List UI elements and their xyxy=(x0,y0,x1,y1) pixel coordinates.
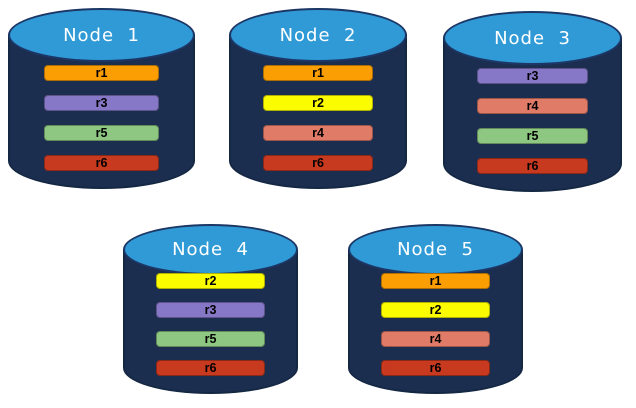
replica-bar-r2: r2 xyxy=(156,273,265,289)
replica-bar-r6: r6 xyxy=(381,360,490,376)
replica-label: r2 xyxy=(429,302,442,317)
replica-label: r6 xyxy=(526,158,539,173)
cylinder-top: Node 4 xyxy=(123,224,298,275)
replica-bar-r3: r3 xyxy=(156,302,265,318)
replica-label: r4 xyxy=(312,125,324,140)
database-node-4: Node 4 r2 r3 r5 r6 xyxy=(123,224,298,394)
cylinder-top: Node 2 xyxy=(229,8,407,62)
node-title-label: Node 1 xyxy=(63,24,140,46)
node-title-label: Node 4 xyxy=(172,239,249,260)
node-title-label: Node 3 xyxy=(494,27,571,49)
replica-bar-list: r1 r3 r5 r6 xyxy=(8,65,195,171)
replica-label: r5 xyxy=(95,125,108,140)
replica-bar-r4: r4 xyxy=(477,98,588,114)
replica-bar-r6: r6 xyxy=(262,155,374,171)
replica-label: r1 xyxy=(95,65,108,80)
replica-bar-r6: r6 xyxy=(477,158,588,174)
replica-label: r5 xyxy=(204,331,217,346)
replica-bar-list: r1 r2 r4 r6 xyxy=(348,273,523,376)
replica-label: r6 xyxy=(429,360,442,375)
replica-label: r6 xyxy=(204,360,217,375)
replica-label: r3 xyxy=(526,68,539,83)
replica-label: r5 xyxy=(526,128,539,143)
replica-label: r3 xyxy=(95,95,108,110)
replica-bar-list: r1 r2 r4 r6 xyxy=(229,65,407,171)
replica-label: r4 xyxy=(526,98,539,113)
replica-label: r3 xyxy=(204,302,217,317)
cylinder-top: Node 1 xyxy=(8,8,195,62)
replica-bar-r1: r1 xyxy=(262,65,374,81)
replica-bar-r1: r1 xyxy=(43,65,160,81)
replica-bar-list: r3 r4 r5 r6 xyxy=(443,68,622,174)
replica-bar-r3: r3 xyxy=(43,95,160,111)
replica-bar-r4: r4 xyxy=(381,331,490,347)
replica-label: r4 xyxy=(429,331,442,346)
replica-bar-r4: r4 xyxy=(262,125,374,141)
replica-bar-list: r2 r3 r5 r6 xyxy=(123,273,298,376)
database-node-3: Node 3 r3 r4 r5 r6 xyxy=(443,11,622,192)
database-node-1: Node 1 r1 r3 r5 r6 xyxy=(8,8,195,189)
replica-bar-r6: r6 xyxy=(156,360,265,376)
cylinder-top: Node 3 xyxy=(443,11,622,65)
replica-label: r2 xyxy=(204,273,217,288)
node-title-label: Node 5 xyxy=(397,239,474,260)
database-node-5: Node 5 r1 r2 r4 r6 xyxy=(348,224,523,394)
cylinder-top: Node 5 xyxy=(348,224,523,275)
replica-bar-r2: r2 xyxy=(262,95,374,111)
replica-bar-r2: r2 xyxy=(381,302,490,318)
replica-bar-r1: r1 xyxy=(381,273,490,289)
replica-label: r2 xyxy=(312,95,324,110)
replica-label: r6 xyxy=(312,155,324,170)
node-title-label: Node 2 xyxy=(279,24,357,46)
replica-label: r6 xyxy=(95,155,108,170)
replica-label: r1 xyxy=(312,65,324,80)
replica-bar-r5: r5 xyxy=(156,331,265,347)
database-node-2: Node 2 r1 r2 r4 r6 xyxy=(229,8,407,189)
replica-bar-r5: r5 xyxy=(477,128,588,144)
replica-bar-r3: r3 xyxy=(477,68,588,84)
replica-label: r1 xyxy=(429,273,442,288)
replica-bar-r6: r6 xyxy=(43,155,160,171)
replica-bar-r5: r5 xyxy=(43,125,160,141)
